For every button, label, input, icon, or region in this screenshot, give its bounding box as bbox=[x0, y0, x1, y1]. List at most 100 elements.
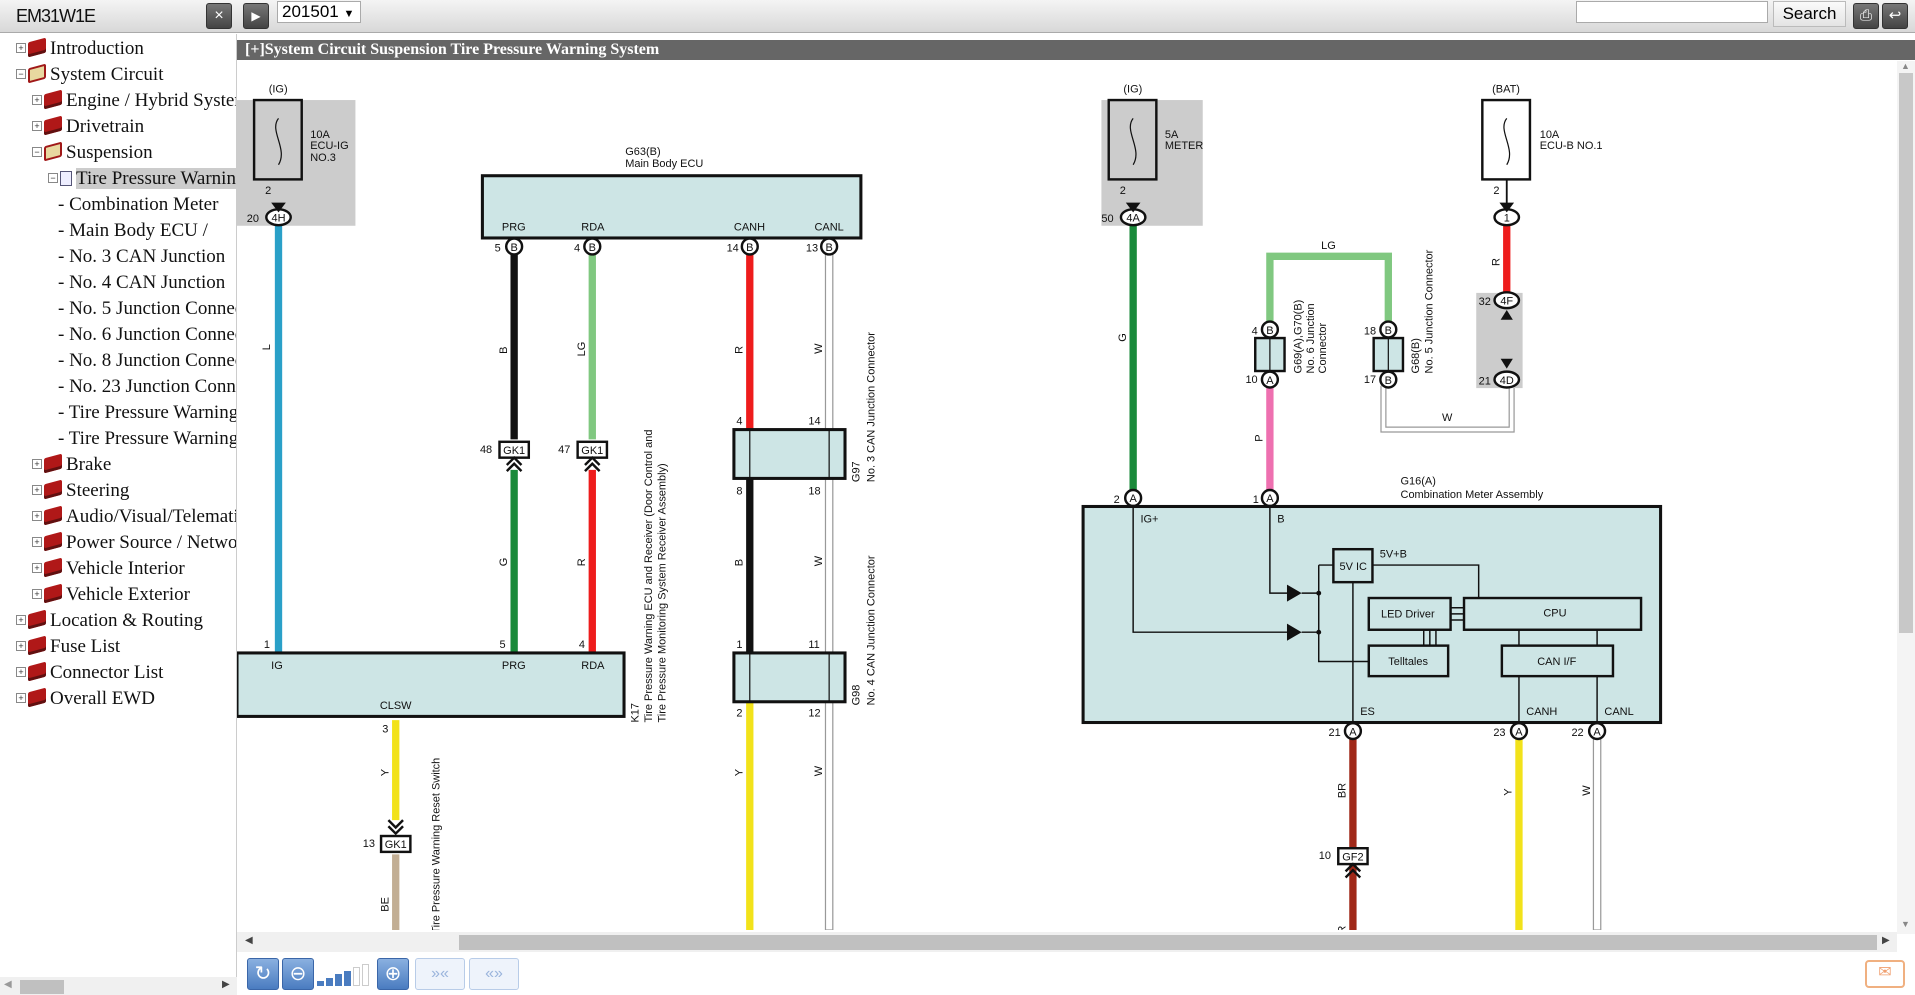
collapse-icon[interactable]: − bbox=[48, 173, 58, 183]
sidebar-item[interactable]: −System Circuit bbox=[16, 63, 163, 87]
sidebar-item-label: Location & Routing bbox=[50, 610, 204, 631]
sidebar-item[interactable]: +Steering bbox=[32, 479, 129, 503]
zoom-step[interactable] bbox=[317, 981, 324, 986]
version-select[interactable]: 201501 ▼ bbox=[277, 1, 361, 23]
sidebar-item[interactable]: + Brake bbox=[32, 453, 111, 477]
diagram-label: 5V IC bbox=[1339, 561, 1367, 573]
diagram-label: 4F bbox=[1500, 295, 1513, 307]
diagram-label: NO.3 bbox=[310, 152, 336, 164]
expand-icon[interactable]: + bbox=[32, 589, 42, 599]
sidebar-item-label: Fuse List bbox=[50, 636, 121, 657]
vertical-scrollbar[interactable]: ▲▼ bbox=[1897, 61, 1915, 934]
sidebar-horizontal-scrollbar[interactable]: ◀▶ bbox=[0, 977, 237, 995]
diagram-label: 1 bbox=[1253, 494, 1259, 506]
sidebar-item-label: Drivetrain bbox=[66, 116, 145, 137]
sidebar-item-label: - No. 5 Junction Connector bbox=[58, 298, 236, 319]
sidebar-item-label: - Tire Pressure Warning bbox=[58, 428, 237, 449]
zoom-level-indicator[interactable] bbox=[317, 963, 377, 990]
diagram-label: GK1 bbox=[385, 839, 407, 851]
diagram-label: 48 bbox=[480, 444, 492, 456]
collapse-icon[interactable]: − bbox=[16, 69, 26, 79]
diagram-label: 10 bbox=[1245, 374, 1257, 386]
expand-icon[interactable]: + bbox=[32, 537, 42, 547]
inline-connector: GK1 bbox=[498, 440, 531, 459]
collapse-button[interactable]: »« bbox=[415, 958, 465, 990]
zoom-step[interactable] bbox=[326, 977, 333, 986]
diagram-shape bbox=[1260, 320, 1280, 339]
diagram-label: 21 bbox=[1479, 375, 1491, 387]
diagram-shape bbox=[583, 237, 602, 256]
sidebar-item[interactable]: - Tire Pressure Warning bbox=[58, 427, 237, 451]
sidebar-item[interactable]: - No. 3 CAN Junction bbox=[58, 245, 225, 269]
close-sidebar-button[interactable]: × bbox=[206, 3, 232, 29]
sidebar-item[interactable]: - No. 4 CAN Junction bbox=[58, 271, 225, 295]
diagram-label: 5 bbox=[495, 242, 501, 254]
expand-icon[interactable]: + bbox=[16, 43, 26, 53]
expand-icon[interactable]: + bbox=[32, 563, 42, 573]
sidebar-item[interactable]: +Engine / Hybrid System bbox=[32, 89, 236, 113]
expand-icon[interactable]: + bbox=[32, 95, 42, 105]
back-icon[interactable]: ↩ bbox=[1882, 3, 1908, 29]
search-button[interactable]: Search bbox=[1773, 1, 1846, 27]
sidebar-item[interactable]: - Combination Meter bbox=[58, 193, 218, 217]
sidebar-item[interactable]: +Connector List bbox=[16, 661, 163, 685]
diagram-label: CANL bbox=[814, 222, 843, 234]
expand-icon[interactable]: + bbox=[16, 667, 26, 677]
sidebar-item[interactable]: - No. 6 Junction Connector bbox=[58, 323, 236, 347]
sidebar-item[interactable]: +Vehicle Exterior bbox=[32, 583, 190, 607]
sidebar-item[interactable]: +Introduction bbox=[16, 37, 144, 61]
expand-icon[interactable]: + bbox=[32, 485, 42, 495]
expand-icon[interactable]: + bbox=[16, 615, 26, 625]
main-body-ecu bbox=[480, 174, 863, 240]
zoom-out-button[interactable]: ⊖ bbox=[282, 958, 314, 990]
zoom-step[interactable] bbox=[335, 974, 342, 986]
diagram-label: ECU-B NO.1 bbox=[1540, 140, 1603, 152]
collapse-icon[interactable]: − bbox=[32, 147, 42, 157]
sidebar-item[interactable]: + Location & Routing bbox=[16, 609, 203, 633]
scrollbar-thumb[interactable] bbox=[20, 980, 64, 994]
diagram-label: IG bbox=[271, 660, 283, 672]
search-input[interactable] bbox=[1576, 1, 1768, 23]
connector-pin: 4F bbox=[1493, 291, 1521, 310]
scrollbar-thumb[interactable] bbox=[1899, 73, 1913, 633]
sidebar-item[interactable]: + Drivetrain bbox=[32, 115, 144, 139]
sidebar-item[interactable]: - Main Body ECU / bbox=[58, 219, 208, 243]
play-button[interactable]: ▶ bbox=[243, 3, 269, 29]
zoom-step[interactable] bbox=[344, 970, 351, 986]
print-icon[interactable]: ⎙ bbox=[1853, 3, 1879, 29]
sidebar-item-label: Brake bbox=[66, 454, 112, 475]
sidebar-item[interactable]: +Audio/Visual/Telematics bbox=[32, 505, 236, 529]
expand-icon[interactable]: + bbox=[16, 693, 26, 703]
zoom-in-button[interactable]: ⊕ bbox=[377, 958, 409, 990]
expand-icon[interactable]: + bbox=[32, 121, 42, 131]
expand-icon[interactable]: + bbox=[16, 641, 26, 651]
expand-icon[interactable]: + bbox=[32, 511, 42, 521]
expand-icon[interactable]: + bbox=[32, 459, 42, 469]
zoom-step[interactable] bbox=[362, 963, 369, 986]
sidebar-item[interactable]: - No. 8 Junction Connector bbox=[58, 349, 236, 373]
diagram-label: W bbox=[813, 343, 825, 354]
scrollbar-thumb[interactable] bbox=[459, 935, 1877, 950]
comment-icon[interactable]: ✉ bbox=[1865, 960, 1905, 988]
sidebar-item[interactable]: - No. 5 Junction Connector bbox=[58, 297, 236, 321]
refresh-button[interactable]: ↻ bbox=[247, 958, 279, 990]
zoom-step[interactable] bbox=[353, 967, 360, 986]
sidebar-item[interactable]: +Power Source / Network bbox=[32, 531, 236, 555]
diagram-label: 47 bbox=[558, 444, 570, 456]
sidebar-item[interactable]: +Overall EWD bbox=[16, 687, 155, 711]
sidebar-item[interactable]: + Fuse List bbox=[16, 635, 120, 659]
sidebar-item[interactable]: −Suspension bbox=[32, 141, 153, 165]
diagram-label: B bbox=[1385, 325, 1392, 337]
sidebar-item[interactable]: - Tire Pressure Warning bbox=[58, 401, 236, 425]
expand-button[interactable]: «» bbox=[469, 958, 519, 990]
horizontal-scrollbar[interactable]: ◀▶ bbox=[237, 932, 1897, 952]
sidebar-item[interactable]: - No. 23 Junction Connector bbox=[58, 375, 236, 399]
sidebar-item[interactable]: +Vehicle Interior bbox=[32, 557, 185, 581]
diagram-label: B bbox=[746, 242, 753, 254]
sidebar-item[interactable]: −Tire Pressure Warning System bbox=[48, 167, 236, 191]
connector-pin: B bbox=[1260, 320, 1280, 339]
diagram-label: (BAT) bbox=[1492, 84, 1520, 96]
connector-pin: B bbox=[1379, 370, 1398, 389]
diagram-label: G bbox=[1117, 333, 1129, 342]
connector-pin: A bbox=[1260, 370, 1280, 389]
